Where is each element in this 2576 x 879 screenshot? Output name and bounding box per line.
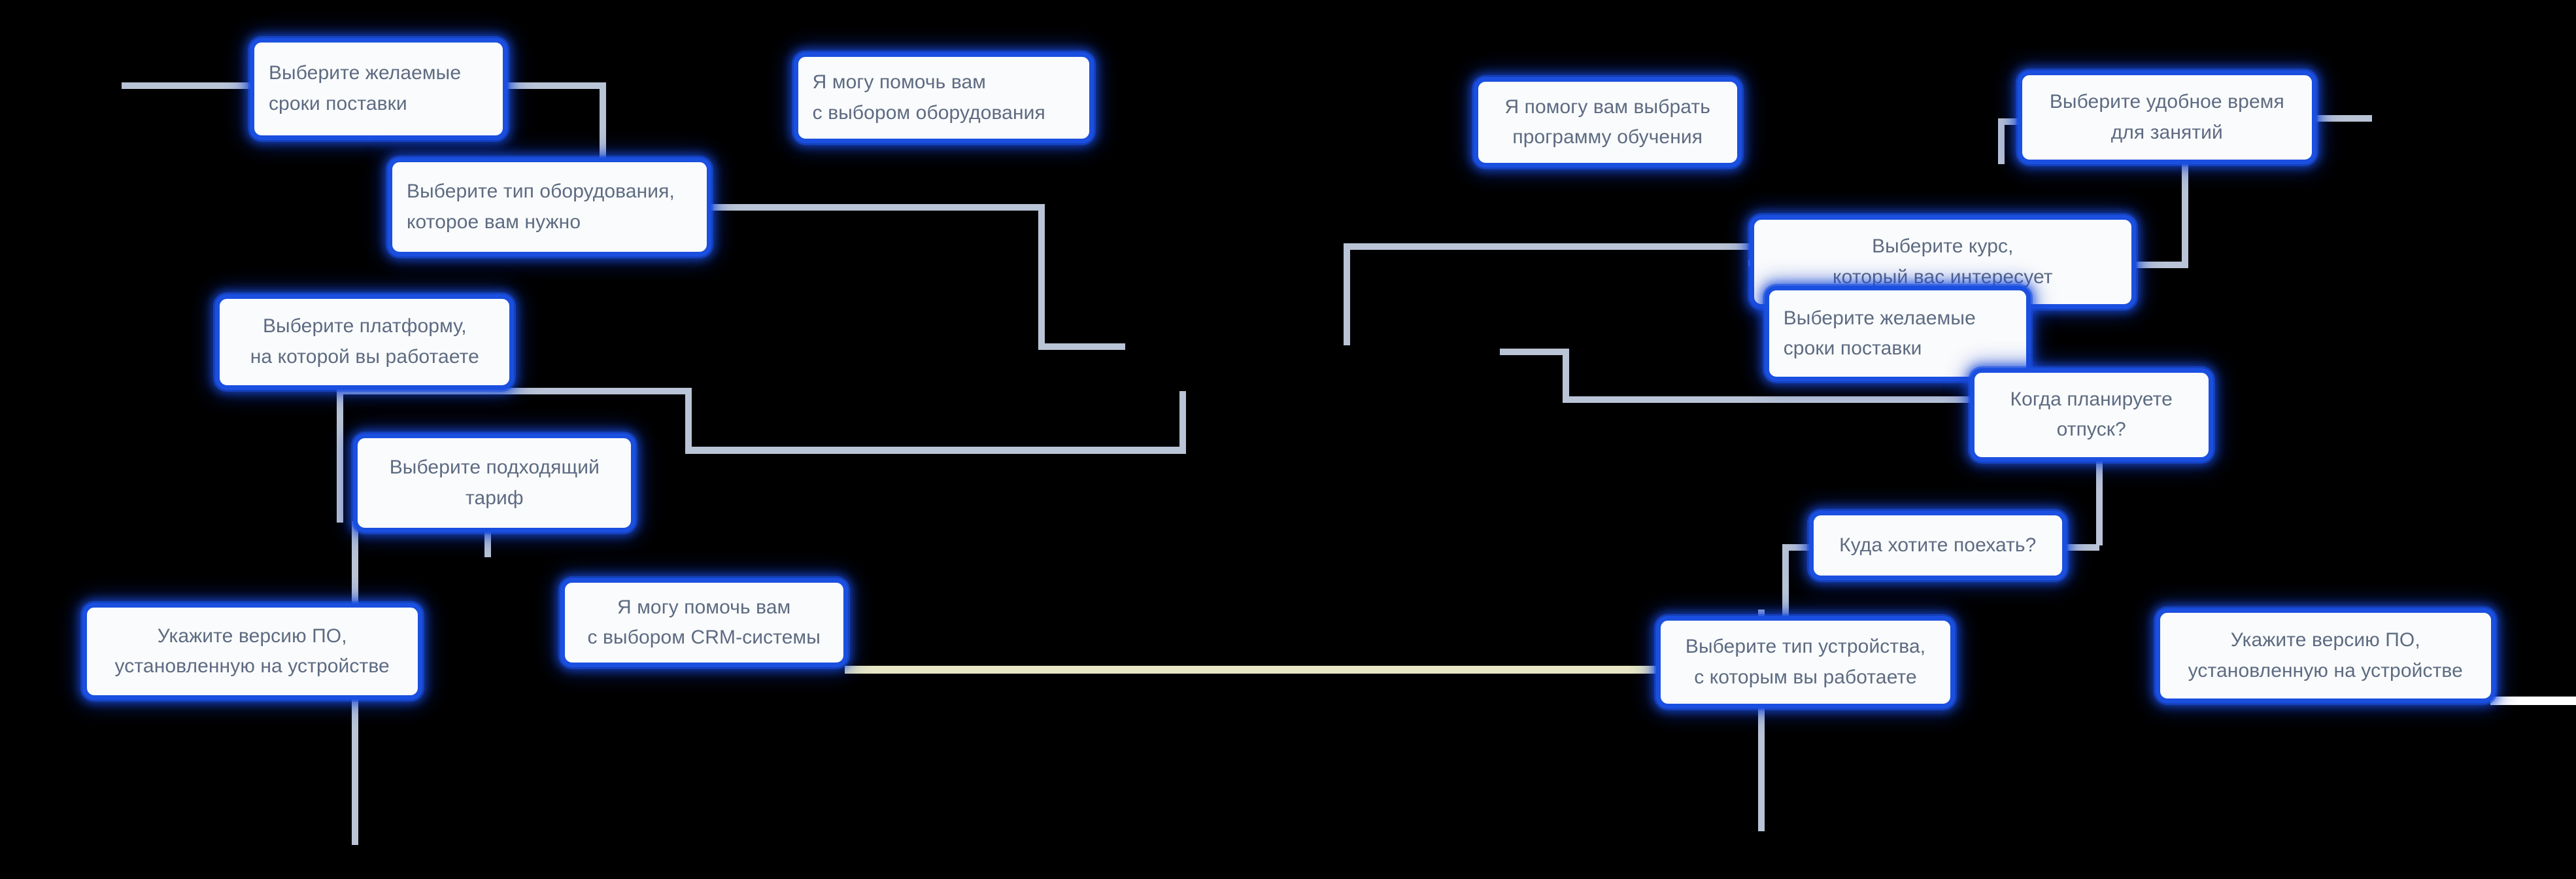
flow-node-label: Выберите тип оборудования, которое вам н… [407, 181, 675, 233]
flow-node-label: Я помогу вам выбрать программу обучения [1504, 95, 1710, 148]
connector-h [2306, 114, 2373, 122]
flow-node-label: Выберите желаемые сроки поставки [268, 62, 462, 114]
connector-h [504, 82, 607, 89]
connector-h [121, 82, 256, 89]
flow-node-label: Куда хотите поехать? [1839, 534, 2037, 556]
flow-node[interactable]: Выберите тип устройства, с которым вы ра… [1655, 616, 1956, 708]
flow-node[interactable]: Когда планируете отпуск? [1969, 368, 2213, 462]
flow-node-label: Когда планируете отпуск? [2010, 388, 2173, 441]
connector-v [1782, 543, 1789, 630]
flow-node[interactable]: Выберите платформу, на которой вы работа… [215, 294, 515, 390]
flow-node-label: Выберите курс, который вас интересует [1833, 235, 2053, 288]
connector-v [337, 388, 344, 523]
flow-node[interactable]: Куда хотите поехать? [1808, 511, 2067, 580]
flow-node[interactable]: Выберите желаемые сроки поставки [1764, 286, 2031, 381]
connector-h [2490, 697, 2576, 705]
flow-node-label: Выберите платформу, на которой вы работа… [250, 315, 479, 368]
flow-node-label: Выберите подходящий тариф [389, 457, 600, 509]
connector-h [2129, 261, 2188, 268]
connector-h [685, 447, 1187, 454]
flow-node[interactable]: Выберите тип оборудования, которое вам н… [388, 158, 711, 256]
flow-node-label: Я могу помочь вам с выбором CRM-системы [587, 596, 821, 649]
connector-v [1757, 610, 1765, 832]
flow-node[interactable]: Я могу помочь вам с выбором CRM-системы [560, 578, 848, 668]
flow-node-label: Выберите желаемые сроки поставки [1783, 307, 1976, 360]
connector-v [1344, 243, 1351, 345]
flow-node[interactable]: Выберите подходящий тариф [353, 434, 636, 533]
connector-h [1500, 348, 1569, 355]
flow-node[interactable]: Выберите желаемые сроки поставки [249, 37, 508, 140]
connector-h [2059, 543, 2100, 551]
connector-v [1038, 203, 1045, 349]
flow-node[interactable]: Я помогу вам выбрать программу обучения [1473, 77, 1742, 168]
flow-node-label: Укажите версию ПО, установленную на устр… [2188, 629, 2463, 681]
connector-v [1562, 348, 1569, 402]
connector-h [1038, 343, 1126, 351]
flow-node-label: Выберите удобное время для занятий [2049, 91, 2284, 143]
connector-h [1344, 243, 1768, 250]
flow-node[interactable]: Укажите версию ПО, установленную на устр… [2155, 608, 2496, 704]
flow-node[interactable]: Я могу помочь вам с выбором оборудования [793, 52, 1094, 143]
flow-node-label: Выберите тип устройства, с которым вы ра… [1685, 636, 1926, 688]
connector-v [2181, 118, 2188, 268]
connector-h [844, 665, 1663, 674]
connector-v [1997, 118, 2005, 165]
flow-node[interactable]: Укажите версию ПО, установленную на устр… [82, 603, 422, 700]
connector-v [484, 530, 492, 557]
connector-h [703, 203, 1045, 211]
connector-h [1562, 396, 1976, 403]
connector-v [2096, 460, 2103, 546]
connector-v [600, 82, 607, 207]
connector-h [337, 388, 690, 395]
flow-node[interactable]: Выберите удобное время для занятий [2017, 71, 2316, 165]
flow-node-label: Я могу помочь вам с выбором оборудования [812, 71, 1045, 124]
connector-h [1782, 543, 1819, 551]
connector-v [685, 388, 692, 451]
connector-v [1179, 391, 1187, 454]
flow-node-label: Укажите версию ПО, установленную на устр… [114, 625, 390, 678]
